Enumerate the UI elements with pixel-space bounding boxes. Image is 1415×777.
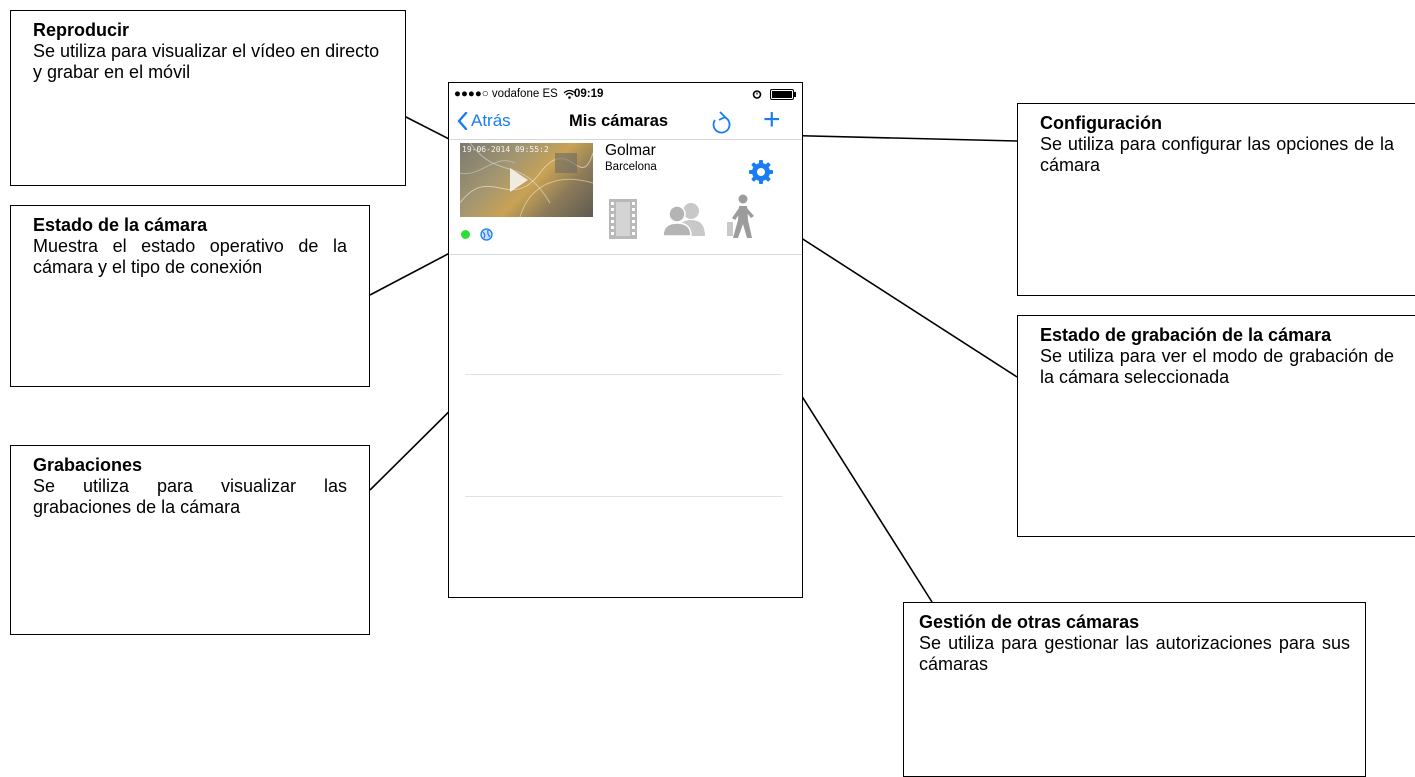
list-separator [465, 496, 782, 497]
camera-row[interactable]: 19-06-2014 09:55:2 Golmar Barcelona [449, 140, 802, 255]
back-button[interactable]: Atrás [457, 111, 511, 131]
film-icon[interactable] [609, 199, 637, 239]
callout-config: Configuración Se utiliza para configurar… [1017, 103, 1415, 296]
globe-icon [480, 228, 493, 241]
callout-play-title: Reproducir [33, 20, 130, 40]
callout-status: Estado de la cámara Muestra el estado op… [10, 205, 370, 387]
camera-thumbnail[interactable]: 19-06-2014 09:55:2 [460, 143, 593, 217]
list-separator [465, 374, 782, 375]
callout-rec-state-text: Se utiliza para ver el modo de grabación… [1040, 346, 1394, 387]
refresh-icon[interactable] [710, 109, 732, 135]
arrow-config [770, 130, 1018, 142]
wifi-icon [563, 89, 576, 99]
callout-status-text: Muestra el estado operativo de la cámara… [33, 236, 347, 277]
callout-recordings: Grabaciones Se utiliza para visualizar l… [10, 445, 370, 635]
back-label: Atrás [471, 111, 511, 130]
page-title: Mis cámaras [569, 112, 669, 130]
arrow-rec-state [780, 224, 1018, 378]
callout-status-title: Estado de la cámara [33, 215, 208, 235]
camera-location: Barcelona [605, 161, 657, 173]
callout-recordings-text: Se utiliza para visualizar las grabacion… [33, 476, 347, 517]
callout-rec-state: Estado de grabación de la cámara Se util… [1017, 315, 1415, 537]
callout-config-text: Se utiliza para configurar las opciones … [1040, 134, 1394, 175]
thumbnail-timestamp: 19-06-2014 09:55:2 [462, 145, 549, 154]
clock: 09:19 [574, 88, 604, 100]
motion-walker-icon[interactable] [727, 194, 757, 240]
callout-play: Reproducir Se utiliza para visualizar el… [10, 10, 406, 186]
callout-rec-state-title: Estado de grabación de la cámara [1040, 325, 1332, 345]
chevron-left-icon [457, 112, 468, 130]
callout-recordings-title: Grabaciones [33, 455, 143, 475]
camera-name: Golmar [605, 142, 656, 159]
callout-config-title: Configuración [1040, 113, 1162, 133]
battery-icon [770, 88, 796, 100]
online-status-dot [461, 230, 470, 239]
alarm-icon [752, 90, 762, 99]
callout-others-text: Se utiliza para gestionar las autorizaci… [919, 633, 1350, 674]
callout-play-text: Se utiliza para visualizar el vídeo en d… [33, 41, 380, 82]
gear-icon[interactable] [748, 159, 774, 185]
status-bar: ●●●●○ vodafone ES 09:19 [449, 83, 802, 105]
add-camera-button[interactable]: + [763, 103, 781, 136]
phone-screen: ●●●●○ vodafone ES 09:19 Atrás Mis cámara… [448, 82, 803, 598]
nav-bar: Atrás Mis cámaras + [449, 105, 802, 140]
users-icon[interactable] [662, 202, 708, 236]
play-icon [510, 168, 528, 192]
carrier-label: ●●●●○ vodafone ES [454, 88, 558, 100]
callout-others-title: Gestión de otras cámaras [919, 612, 1140, 632]
callout-others: Gestión de otras cámaras Se utiliza para… [903, 602, 1366, 777]
